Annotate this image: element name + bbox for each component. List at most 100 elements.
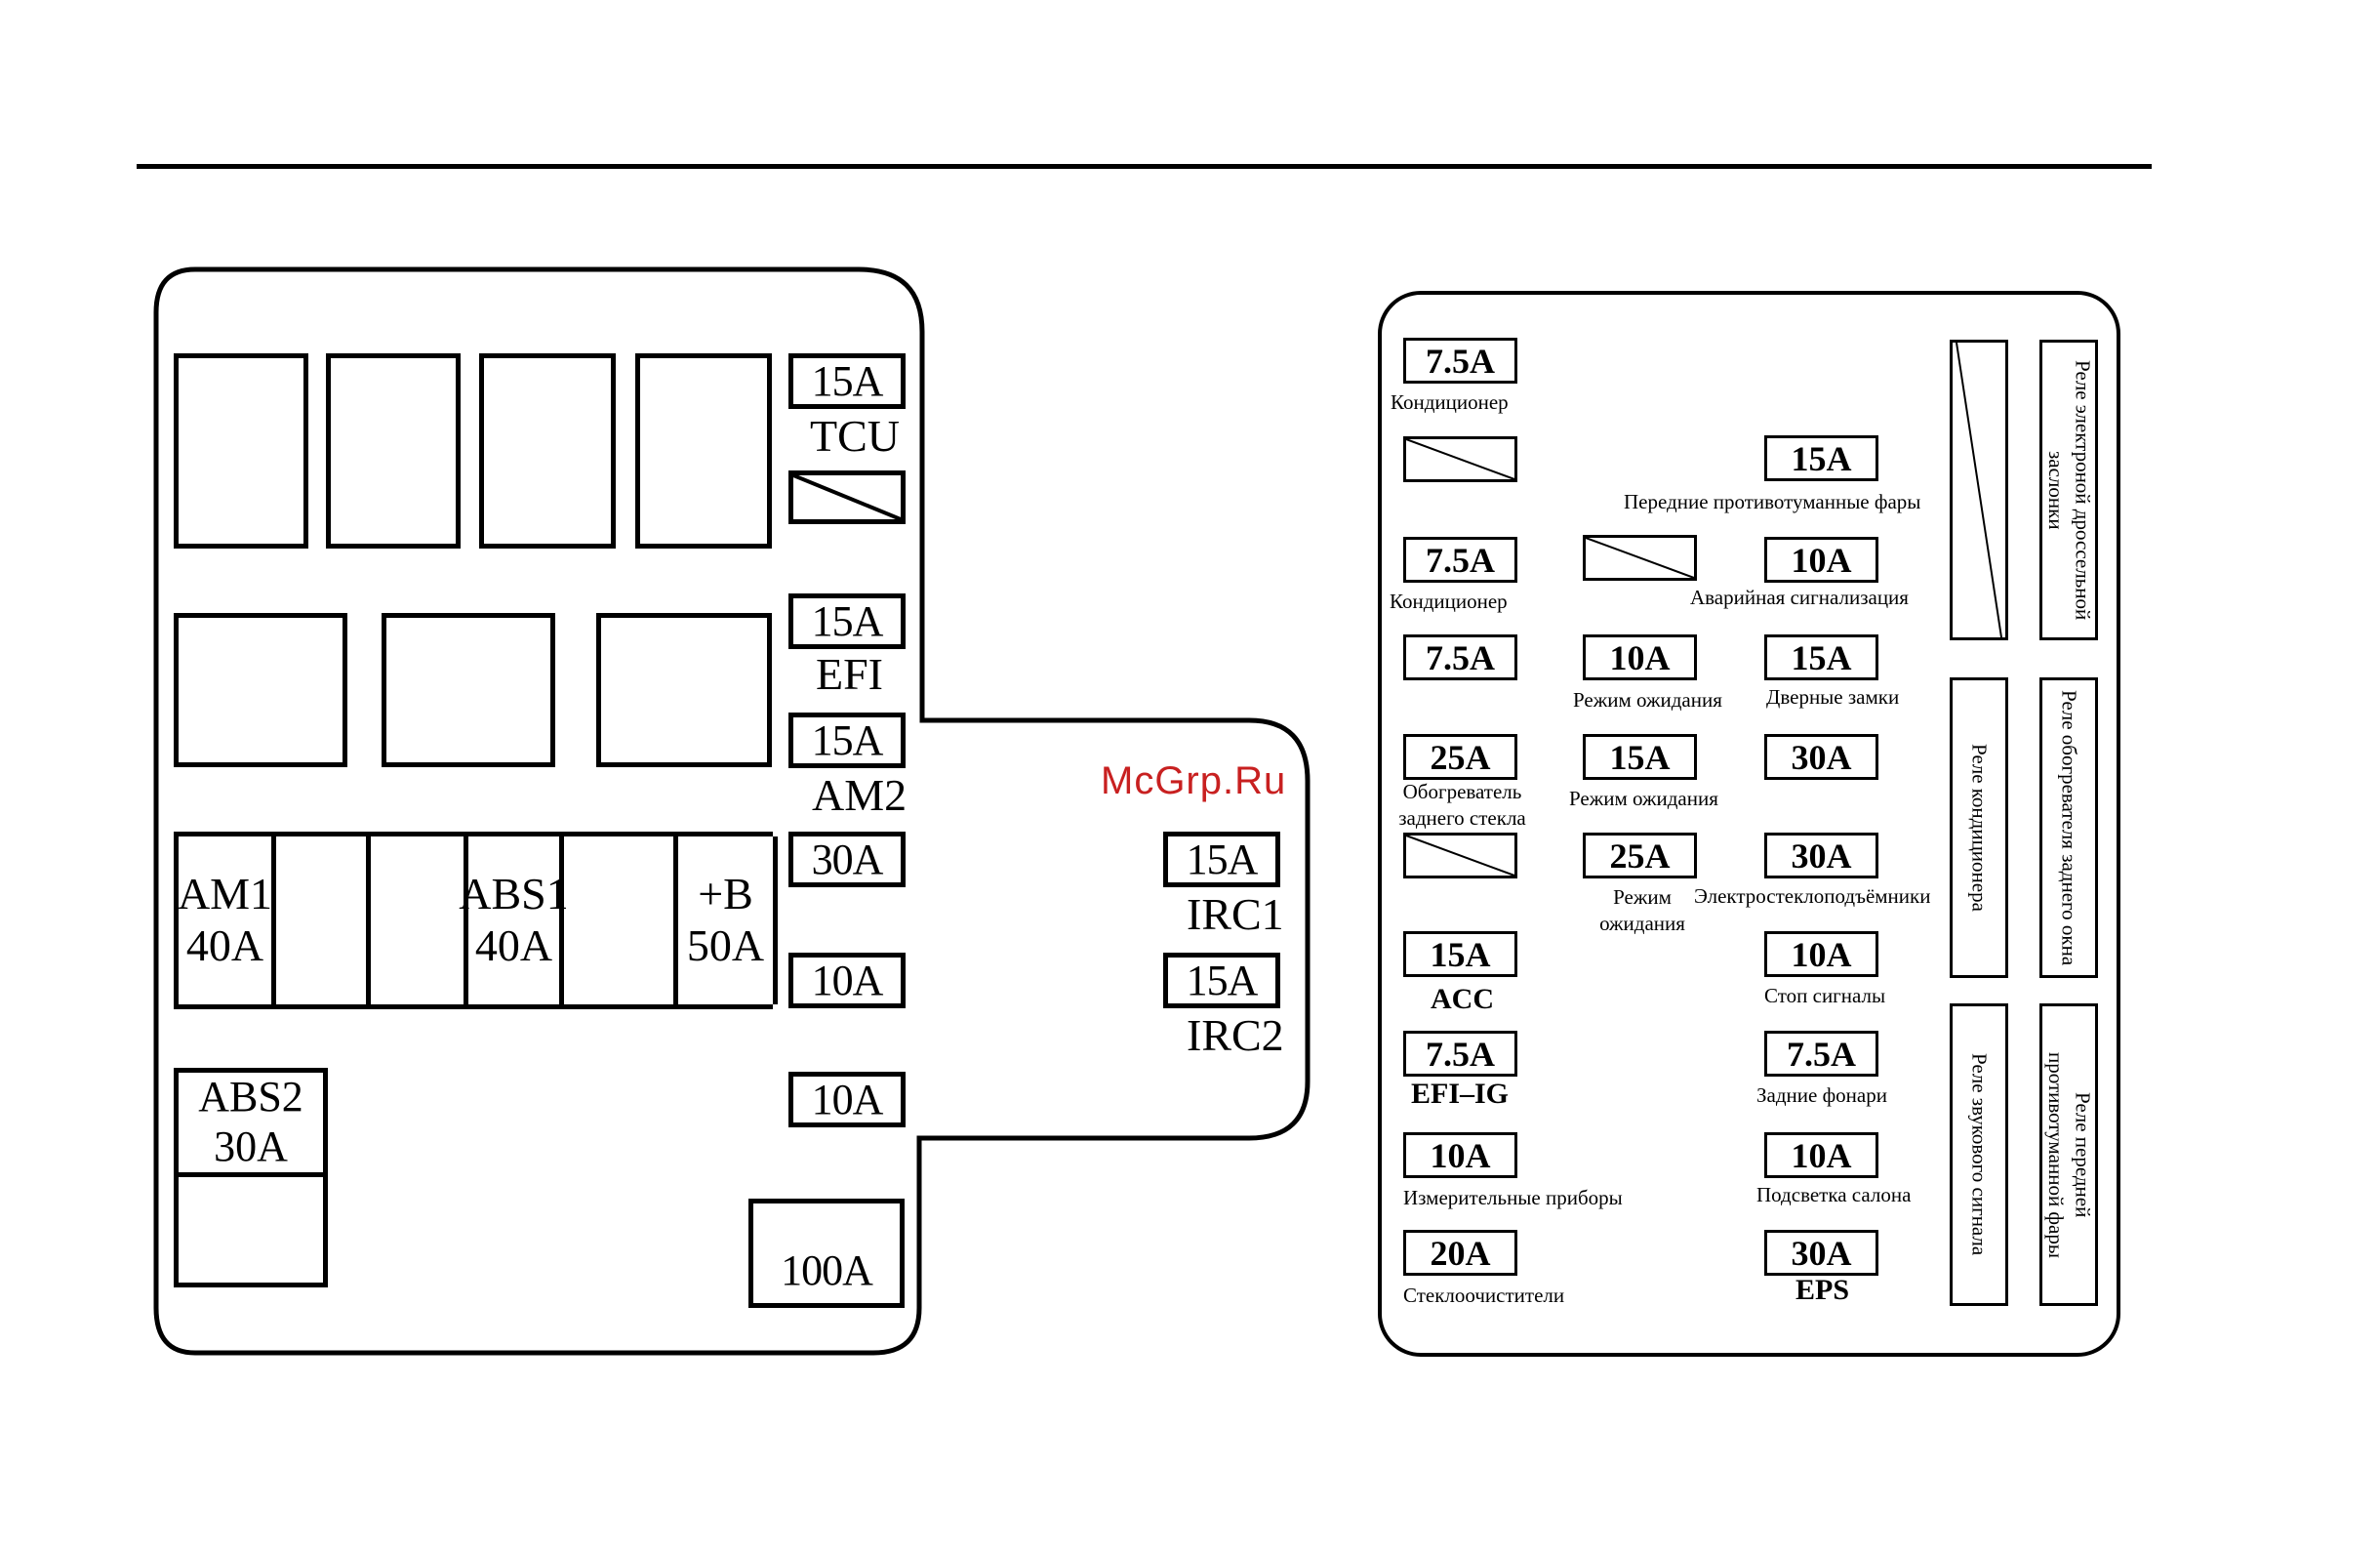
fuse-label: Кондиционер: [1391, 390, 1509, 414]
fuse-10a-1: 10A: [788, 953, 906, 1008]
fuse-value: 30A: [1791, 836, 1852, 876]
relay-2: [326, 353, 461, 549]
fuse-value: 10A: [1430, 1135, 1491, 1175]
relay-rear-window-heater: Реле обогревателя заднего окна: [2039, 677, 2098, 978]
fuse-value: 10A: [1791, 540, 1852, 580]
spare-fuse-slot: [1403, 436, 1517, 482]
cabin-fuse-2: 7.5A: [1403, 537, 1517, 583]
fusible-link-strip: AM1 40A ABS1 40A +B 50A: [174, 832, 778, 1009]
fuse-value: 15A: [1791, 637, 1852, 677]
fuse-label-am2: AM2: [812, 770, 908, 820]
fuse-label-tcu: TCU: [810, 411, 900, 461]
fuse-label-irc1: IRC1: [1187, 889, 1284, 939]
fuse-label: Дверные замки: [1766, 685, 1900, 709]
link-name: ABS1: [459, 869, 569, 919]
fusible-link-am1: AM1 40A: [177, 836, 276, 1004]
fuse-value: 15A: [1186, 836, 1259, 883]
cabin-fuse-6: 7.5A: [1403, 1031, 1517, 1077]
relay-7: [596, 613, 772, 767]
watermark: McGrp.Ru: [1101, 759, 1287, 802]
top-rule: [137, 164, 2152, 169]
engine-fuse-box-outline: [153, 266, 1311, 1356]
cabin-fuse-14: 15A: [1764, 634, 1878, 680]
fuse-efi: 15A: [788, 593, 906, 649]
fuse-value: 10A: [1791, 1135, 1852, 1175]
fuse-value: 30A: [1791, 1233, 1852, 1273]
fuse-value: 10A: [1609, 637, 1671, 677]
fuse-irc2: 15A: [1163, 953, 1280, 1008]
fusible-link-slot: [564, 836, 678, 1004]
relay-5: [174, 613, 347, 767]
spare-fuse-slot: [788, 470, 906, 524]
link-value: 30A: [214, 1122, 288, 1170]
fuse-value: 25A: [1430, 737, 1491, 777]
fuse-label: Подсветка салона: [1756, 1183, 1912, 1206]
fuse-label: Режим ожидания: [1599, 885, 1685, 936]
cabin-fuse-16: 30A: [1764, 833, 1878, 878]
relay-front-fog: Реле передней противотуманной фары: [2039, 1003, 2098, 1306]
fuse-value: 15A: [1430, 934, 1491, 974]
fusible-link-slot: [174, 1172, 328, 1287]
fuse-value: 30A: [1791, 737, 1852, 777]
link-value: 40A: [185, 920, 264, 970]
fuse-value: 10A: [811, 1076, 884, 1123]
diagonal-mark-icon: [1406, 836, 1514, 876]
cabin-fuse-17: 10A: [1764, 931, 1878, 977]
cabin-fuse-7: 10A: [1403, 1132, 1517, 1178]
diagonal-mark-icon: [1586, 538, 1694, 578]
fuse-label: EFI–IG: [1411, 1078, 1510, 1110]
fuse-label-irc2: IRC2: [1187, 1010, 1284, 1060]
spare-fuse-slot: [1403, 833, 1517, 878]
fuse-value: 30A: [811, 836, 884, 883]
relay-1: [174, 353, 308, 549]
link-name: ABS2: [198, 1073, 303, 1122]
fuse-value: 15A: [1791, 438, 1852, 478]
link-value: 40A: [474, 920, 553, 970]
relay-6: [382, 613, 555, 767]
fuse-value: 15A: [811, 716, 884, 764]
relay-4: [635, 353, 772, 549]
fuse-value: 7.5A: [1787, 1034, 1856, 1074]
cabin-fuse-18: 7.5A: [1764, 1031, 1878, 1077]
fuse-30a: 30A: [788, 832, 906, 887]
diagonal-mark-icon: [793, 475, 901, 519]
fuse-value: 7.5A: [1426, 341, 1495, 381]
fuse-value: 15A: [1186, 957, 1259, 1004]
relay-electronic-throttle: Реле электроной дроссельной заслонки: [2039, 340, 2098, 640]
link-name: AM1: [177, 869, 273, 919]
link-name: +B: [698, 869, 753, 919]
cabin-fuse-10: 15A: [1583, 734, 1697, 780]
relay-label: Реле передней противотуманной фары: [2044, 1051, 2095, 1258]
cabin-fuse-15: 30A: [1764, 734, 1878, 780]
fusible-link-slot: [276, 836, 371, 1004]
fuse-value: 7.5A: [1426, 637, 1495, 677]
fuse-label: ACC: [1431, 983, 1494, 1015]
cabin-fuse-11: 25A: [1583, 833, 1697, 878]
fuse-label-efi: EFI: [816, 649, 883, 699]
spare-fuse-slot: [1583, 535, 1697, 581]
fuse-tcu: 15A: [788, 353, 906, 409]
fuse-label: Кондиционер: [1390, 590, 1508, 613]
cabin-fuse-4: 25A: [1403, 734, 1517, 780]
main-fuse-100a: 100A: [748, 1199, 905, 1308]
fuse-label: Стеклоочистители: [1403, 1284, 1565, 1307]
fuse-value: 100A: [781, 1246, 873, 1294]
fuse-label: Измерительные приборы: [1403, 1186, 1623, 1209]
fuse-value: 15A: [811, 357, 884, 405]
relay-ac: Реле кондиционера: [1950, 677, 2008, 978]
fuse-label: Задние фонари: [1756, 1083, 1887, 1107]
fuse-value: 15A: [1609, 737, 1671, 777]
relay-label: Реле обогревателя заднего окна: [2057, 689, 2081, 966]
cabin-fuse-9: 10A: [1583, 634, 1697, 680]
fuse-value: 20A: [1430, 1233, 1491, 1273]
cabin-fuse-box-outline: [1378, 291, 2120, 1357]
fuse-value: 7.5A: [1426, 1034, 1495, 1074]
fuse-value: 15A: [811, 597, 884, 645]
fuse-irc1: 15A: [1163, 832, 1280, 887]
cabin-fuse-5: 15A: [1403, 931, 1517, 977]
relay-label: Реле электроной дроссельной заслонки: [2044, 359, 2095, 621]
cabin-fuse-8: 20A: [1403, 1230, 1517, 1276]
relay-label: Реле звукового сигнала: [1967, 1053, 1992, 1256]
fuse-label: Передние противотуманные фары: [1624, 490, 1921, 513]
fuse-value: 10A: [1791, 934, 1852, 974]
